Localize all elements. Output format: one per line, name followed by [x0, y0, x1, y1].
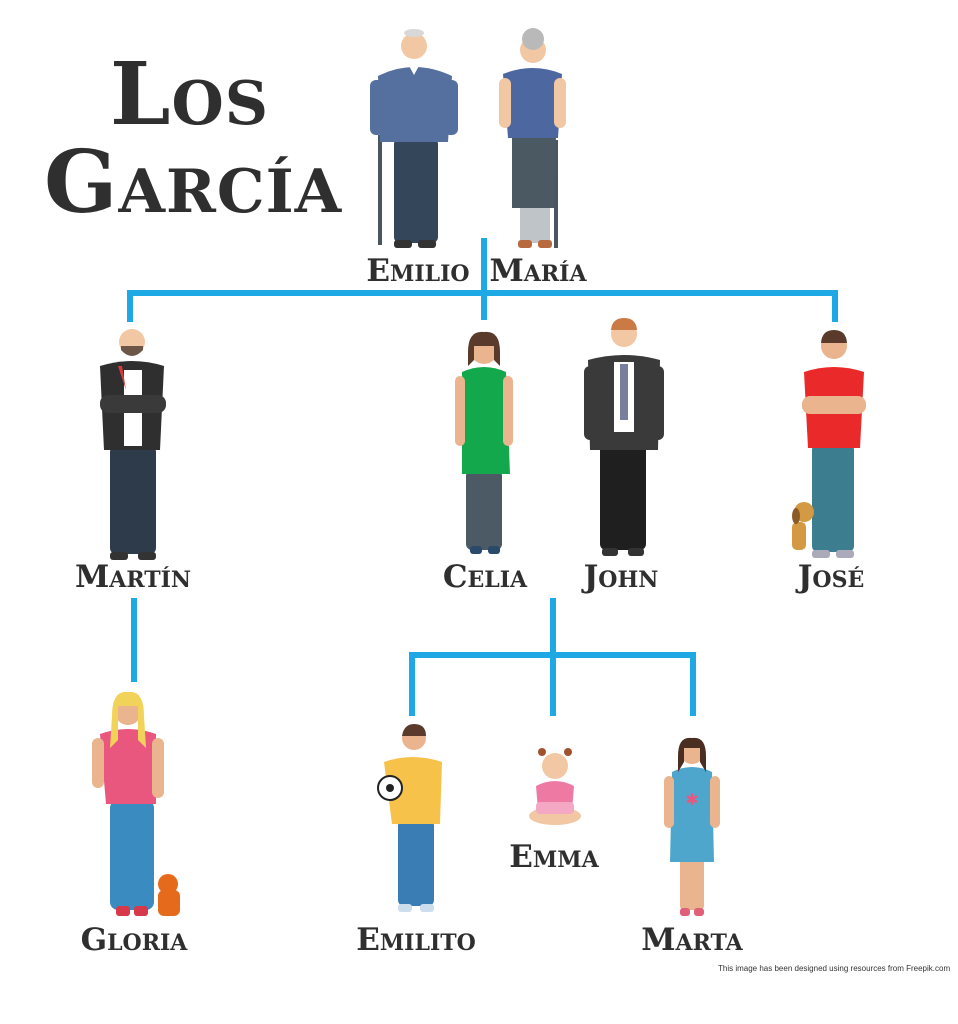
name-marta: Marta: [641, 922, 743, 958]
name-john: John: [583, 559, 659, 595]
martin-figure: [100, 329, 166, 560]
title-line-1: Los: [110, 44, 270, 145]
credit-note: This image has been designed using resou…: [718, 964, 951, 973]
name-gloria: Gloria: [80, 922, 188, 958]
celia-figure: [455, 331, 513, 554]
name-emma: Emma: [509, 839, 599, 875]
svg-text:✱: ✱: [685, 790, 698, 809]
gloria-figure: [92, 691, 180, 916]
emilio-figure: [370, 29, 458, 248]
name-martin: Martín: [74, 559, 192, 595]
connector-lines: [127, 238, 838, 716]
john-figure: [584, 318, 664, 556]
name-emilito: Emilito: [356, 922, 476, 958]
name-jose: José: [797, 559, 865, 595]
emilito-figure: [377, 724, 442, 912]
jose-figure: [792, 330, 866, 558]
name-emilio: Emilio: [366, 253, 470, 289]
emma-figure: [529, 748, 581, 825]
title-line-2: García: [44, 132, 343, 233]
name-celia: Celia: [442, 559, 528, 595]
maria-figure: [499, 28, 566, 248]
name-maria: María: [489, 253, 587, 289]
marta-figure: ✱: [664, 737, 720, 916]
